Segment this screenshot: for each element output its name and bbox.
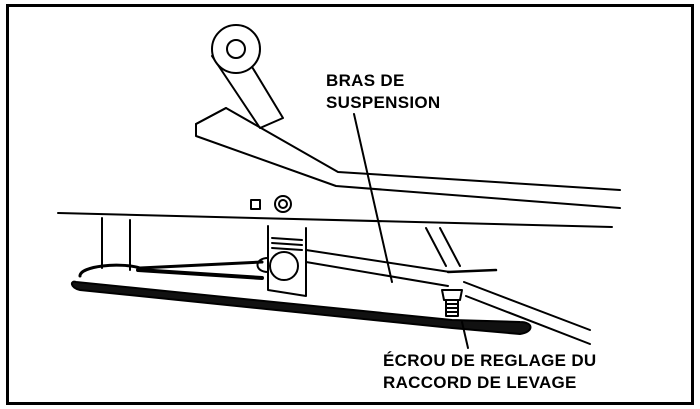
deck-top-edge xyxy=(57,212,613,228)
center-bracket xyxy=(256,225,307,297)
right-hanger xyxy=(425,227,498,274)
suspension-arm-label: BRAS DE SUSPENSION xyxy=(326,70,440,114)
adjust-nut-label-line2: RACCORD DE LEVAGE xyxy=(383,373,577,392)
arm-bar xyxy=(305,249,591,345)
suspension-arm-label-line2: SUSPENSION xyxy=(326,93,441,112)
adjust-nut-label: ÉCROU DE REGLAGE DU RACCORD DE LEVAGE xyxy=(383,350,597,394)
left-post xyxy=(101,217,131,271)
diagram-frame xyxy=(6,4,694,405)
bolt xyxy=(250,195,292,213)
adjust-nut xyxy=(441,289,463,317)
leader-line-arm xyxy=(353,113,393,283)
suspension-arm-label-line1: BRAS DE xyxy=(326,71,405,90)
lift-belt xyxy=(70,260,532,335)
pivot-lever xyxy=(211,24,284,129)
leader-line-nut xyxy=(461,321,469,349)
suspension-arm xyxy=(195,107,621,209)
adjust-nut-label-line1: ÉCROU DE REGLAGE DU xyxy=(383,351,597,370)
